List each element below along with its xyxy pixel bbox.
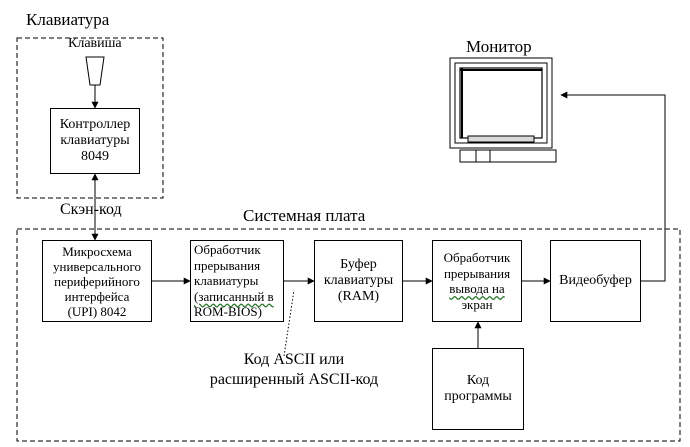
controller-line: 8049 bbox=[81, 149, 109, 164]
screen-handler-line: Обработчик bbox=[443, 250, 511, 265]
screen-handler-line: прерывания bbox=[443, 265, 511, 281]
buffer-line: Буфер bbox=[340, 257, 377, 272]
monitor-icon bbox=[449, 57, 557, 163]
controller-line: Контроллер bbox=[59, 117, 131, 132]
screen-handler-line: экран bbox=[461, 296, 493, 312]
ascii-line: расширенный ASCII-код bbox=[209, 371, 379, 388]
keyboard-buffer-box: Буфер клавиатуры (RAM) bbox=[314, 240, 403, 322]
keyboard-interrupt-handler-box: Обработчик прерывания клавиатуры (записа… bbox=[190, 240, 284, 322]
monitor-label: Монитор bbox=[466, 37, 532, 56]
buffer-line: (RAM) bbox=[337, 289, 380, 304]
videobuffer-box: Видеобуфер bbox=[550, 240, 641, 322]
system-board-frame bbox=[16, 228, 681, 442]
key-icon bbox=[85, 56, 105, 86]
program-code-box: Код программы bbox=[432, 348, 524, 430]
upi-line: универсального bbox=[53, 258, 141, 274]
program-code-line: Код bbox=[466, 373, 490, 388]
scan-code-label: Скэн-код bbox=[60, 201, 122, 218]
screen-handler-line: вывода на bbox=[449, 281, 505, 296]
keyboard-handler-line: (записанный в bbox=[194, 288, 274, 304]
ascii-code-label: Код ASCII или расширенный ASCII-код bbox=[196, 350, 392, 390]
program-code-line: программы bbox=[444, 389, 512, 404]
upi-chip-box: Микросхема универсального периферийного … bbox=[42, 240, 152, 322]
keyboard-handler-line: Обработчик bbox=[194, 242, 261, 257]
buffer-line: клавиатуры bbox=[323, 273, 394, 288]
ascii-line: Код ASCII или bbox=[243, 351, 345, 368]
upi-line: Микросхема bbox=[62, 243, 132, 259]
system-board-label: Системная плата bbox=[243, 206, 366, 225]
upi-line: интерфейса bbox=[64, 288, 130, 304]
keyboard-group-frame bbox=[16, 37, 164, 199]
ascii-pointer bbox=[283, 289, 295, 357]
keyboard-handler-line: прерывания bbox=[194, 257, 261, 273]
keyboard-controller-box: Контроллер клавиатуры 8049 bbox=[50, 108, 140, 174]
arrow-videobuffer-to-monitor bbox=[560, 91, 666, 282]
key-label: Клавиша bbox=[68, 36, 122, 51]
keyboard-handler-line: клавиатуры bbox=[194, 273, 259, 288]
upi-line: (UPI) 8042 bbox=[67, 303, 127, 319]
upi-line: периферийного bbox=[54, 273, 140, 289]
keyboard-group-label: Клавиатура bbox=[26, 10, 110, 29]
videobuffer-label: Видеобуфер bbox=[559, 273, 632, 288]
controller-line: клавиатуры bbox=[60, 133, 130, 148]
keyboard-handler-line: ROM-BIOS) bbox=[194, 304, 262, 319]
screen-output-handler-box: Обработчик прерывания вывода на экран bbox=[432, 240, 522, 322]
